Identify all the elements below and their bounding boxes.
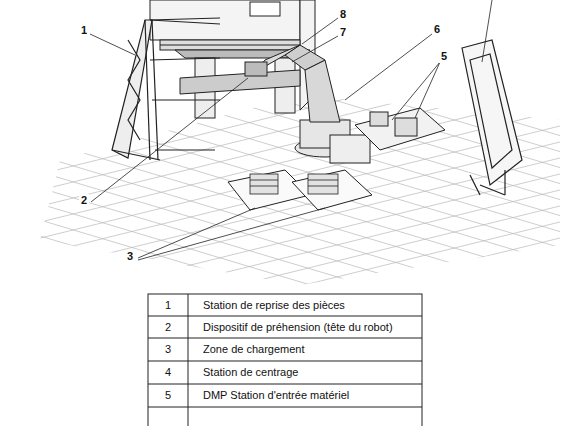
legend-table (148, 294, 422, 426)
table-cell: 4 (165, 367, 171, 378)
callout-number: 7 (338, 26, 348, 39)
callout-number: 8 (338, 8, 348, 21)
table-cell: Dispositif de préhension (tête du robot) (203, 322, 393, 333)
sheet-stacks (250, 174, 338, 194)
parts-rack (112, 18, 220, 160)
table-cell: 1 (165, 300, 171, 311)
callout-number: 5 (439, 50, 449, 63)
table-cell: Zone de chargement (203, 344, 305, 355)
entry-station (355, 108, 445, 150)
leader-lines (90, 0, 492, 260)
robot (245, 45, 370, 163)
table-cell: DMP Station d'entrée matériel (203, 390, 349, 401)
table-cell: Station de centrage (203, 367, 298, 378)
table-cell: 5 (165, 390, 171, 401)
table-cell: Station de reprise des pièces (203, 300, 345, 311)
table-cell: 2 (165, 322, 171, 333)
tilted-panel (462, 40, 522, 195)
callout-number: 1 (79, 24, 89, 37)
callout-number: 2 (79, 194, 89, 207)
table-cell: 3 (165, 344, 171, 355)
callout-number: 6 (432, 23, 442, 36)
loading-zone (228, 170, 372, 210)
callout-number: 3 (125, 250, 135, 263)
